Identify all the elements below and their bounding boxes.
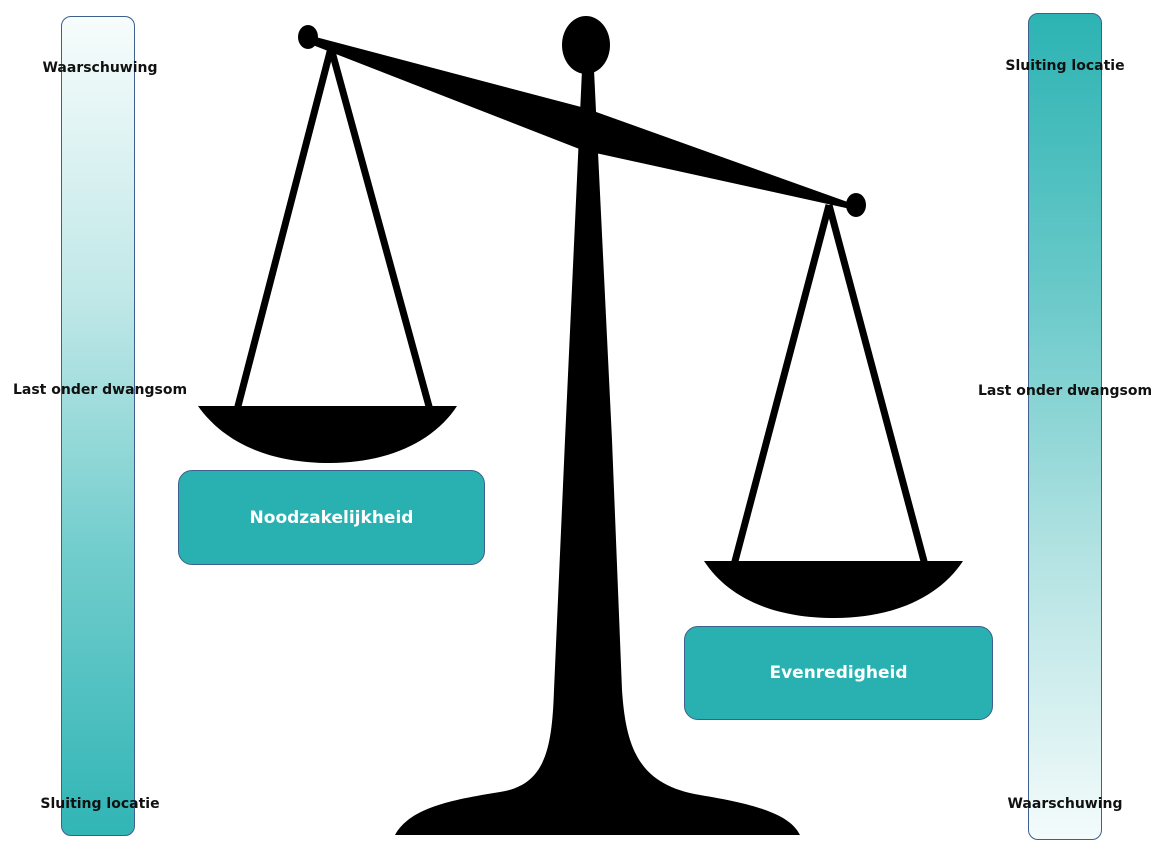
right-pan — [704, 561, 963, 618]
right-pan-string-2 — [825, 204, 929, 566]
scale-pillar — [395, 70, 800, 835]
scale-head — [562, 16, 610, 74]
beam-knob-left — [298, 25, 318, 49]
left-pan-string-1 — [233, 47, 335, 411]
right-bar-top-label: Sluiting locatie — [1005, 58, 1125, 74]
right-pan-string-1 — [730, 204, 833, 566]
right-escalation-bar — [1028, 13, 1102, 840]
left-bar-bottom-label: Sluiting locatie — [40, 796, 160, 812]
left-pan-label-box: Noodzakelijkheid — [178, 470, 485, 565]
right-pan-label: Evenredigheid — [769, 663, 908, 683]
right-bar-bottom-label: Waarschuwing — [1007, 796, 1123, 812]
left-escalation-bar — [61, 16, 135, 836]
left-pan — [198, 406, 457, 463]
right-pan-label-box: Evenredigheid — [684, 626, 993, 720]
left-pan-label: Noodzakelijkheid — [249, 507, 414, 528]
left-bar-middle-label: Last onder dwangsom — [12, 382, 188, 398]
left-pan-string-2 — [327, 47, 434, 411]
right-bar-middle-label: Last onder dwangsom — [977, 383, 1153, 399]
beam-knob-right — [846, 193, 866, 217]
left-bar-top-label: Waarschuwing — [42, 60, 158, 76]
